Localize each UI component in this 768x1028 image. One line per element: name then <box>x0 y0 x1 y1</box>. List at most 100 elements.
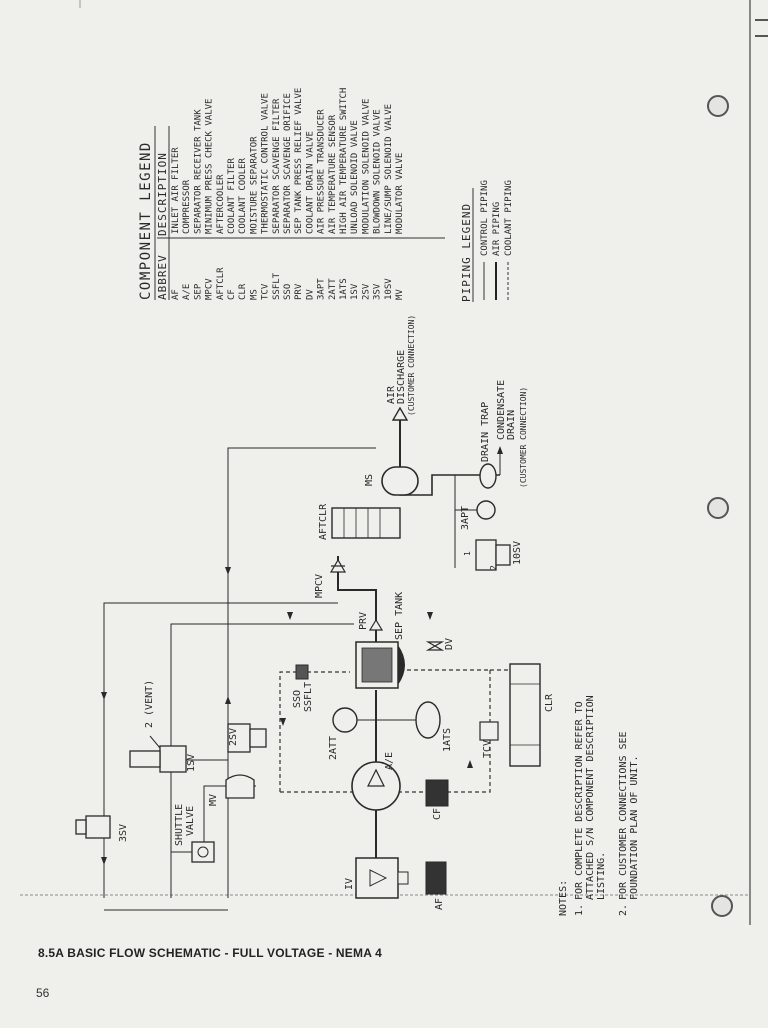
ssflt-label: SSFLT <box>303 682 314 712</box>
air-discharge-line-1: AIR <box>386 385 397 404</box>
vent-leader <box>149 735 161 749</box>
flow-arrow <box>287 612 293 620</box>
legend-abbrev: CF <box>227 289 237 300</box>
legend-description: MODULATION SOLENOID VALVE <box>361 99 371 234</box>
punch-hole-mid <box>707 497 729 519</box>
flow-arrow <box>225 567 231 575</box>
separator-tank: SEP TANK <box>355 592 405 689</box>
legend-abbrev: MV <box>395 289 405 300</box>
legend-description: INLET AIR FILTER <box>171 147 181 234</box>
air-line-sep-mpcv <box>337 556 377 642</box>
inlet-air-filter: AF <box>425 861 447 910</box>
condensate-arrow <box>497 446 503 454</box>
page-number: 56 <box>36 986 50 1000</box>
component-legend: COMPONENT LEGEND ABBREV DESCRIPTION AF IN… <box>138 88 445 300</box>
legend-description: MODULATOR VALVE <box>395 153 405 234</box>
shuttle-valve: SHUTTLE VALVE <box>174 804 215 863</box>
af-label: AF <box>434 898 445 910</box>
legend-description: SEP TANK PRESS RELIEF VALVE <box>294 88 304 234</box>
vent-label: 2 (VENT) <box>144 680 155 728</box>
legend-abbrev: SSO <box>283 284 293 300</box>
legend-abbrev: A/E <box>182 284 192 300</box>
legend-description: COMPRESSOR <box>182 179 192 234</box>
notes-title: NOTES: <box>558 880 569 916</box>
flow-arrows <box>101 567 473 865</box>
legend-abbrev: SSFLT <box>272 272 282 300</box>
control-line-left-inner <box>170 623 354 898</box>
legend-abbrev: 2SV <box>361 283 371 300</box>
control-line-left-outer <box>103 602 338 898</box>
shuttle-label-1: SHUTTLE <box>174 804 185 846</box>
clr-label: CLR <box>544 693 555 712</box>
aftercooler: AFTCLR <box>318 503 401 540</box>
mv-label: MV <box>208 794 219 806</box>
coolant-piping <box>279 669 540 793</box>
component-legend-title: COMPONENT LEGEND <box>138 141 154 300</box>
legend-abbrev: PRV <box>294 283 304 300</box>
1ats-label: 1ATS <box>442 728 453 752</box>
modulation-solenoid-valve: 2SV <box>227 723 267 753</box>
note-2-line-2: FOUNDATION PLAN OF UNIT. <box>629 756 640 901</box>
legend-abbrev: 3APT <box>317 278 327 300</box>
air-discharge-line-3: (CUSTOMER CONNECTION) <box>407 315 416 416</box>
legend-abbrev: AF <box>171 289 181 300</box>
mpcv-label: MPCV <box>314 574 325 598</box>
coolant-loop-left <box>279 671 350 792</box>
cf-label: CF <box>432 808 443 820</box>
sep-tank-label: SEP TANK <box>394 592 405 640</box>
air-pressure-transducer <box>476 500 496 520</box>
condensate-line-3: (CUSTOMER CONNECTION) <box>519 387 528 488</box>
notes: NOTES: 1. FOR COMPLETE DESCRIPTION REFER… <box>558 695 640 916</box>
legend-description: BLOWDOWN SOLENOID VALVE <box>373 109 383 234</box>
3apt-label: 3APT <box>460 506 471 530</box>
drain-trap-label: DRAIN TRAP <box>480 402 491 462</box>
flow-arrow <box>427 612 433 620</box>
compressor: A/E <box>351 752 401 811</box>
condensate-line-1: CONDENSATE <box>496 380 507 440</box>
high-air-temp-switch <box>415 701 441 739</box>
legend-abbrev: 2ATT <box>328 278 338 300</box>
legend-abbrev: TCV <box>261 283 271 300</box>
blowdown-solenoid-valve: 3SV <box>75 815 129 842</box>
legend-abbrev: AFTCLR <box>216 267 226 300</box>
modulator-valve: MV <box>208 774 255 806</box>
legend-abbrev: 1SV <box>350 283 360 300</box>
line-sump-solenoid-valve: 10SV 1 2 <box>463 539 523 571</box>
legend-description: LINE/SUMP SOLENOID VALVE <box>384 104 394 234</box>
discharge-arrow <box>391 406 409 421</box>
legend-abbrev: 1ATS <box>339 278 349 300</box>
10sv-port-1: 1 <box>463 551 472 556</box>
tcv-label: TCV <box>482 740 493 758</box>
control-piping-label: CONTROL PIPING <box>480 180 490 256</box>
legend-abbrev: SEP <box>193 283 203 300</box>
legend-rows: AF INLET AIR FILTER A/E COMPRESSOR SEP SEPARA… <box>171 88 405 300</box>
legend-abbrev: 10SV <box>384 278 394 300</box>
air-piping-label: AIR PIPING <box>492 202 502 256</box>
legend-description: COOLANT FILTER <box>227 158 237 234</box>
air-discharge-line-2: DISCHARGE <box>396 350 407 404</box>
flow-arrow <box>101 692 107 700</box>
legend-description: SEPARATOR SCAVENGE ORIFICE <box>283 93 293 234</box>
flow-arrow <box>225 696 231 704</box>
legend-description: COOLANT DRAIN VALVE <box>305 131 315 234</box>
shuttle-label-2: VALVE <box>185 806 196 836</box>
note-1-line-2: ATTACHED S/N COMPONENT DESCRIPTION <box>585 695 596 900</box>
legend-description: THERMOSTATIC CONTROL VALVE <box>261 93 271 234</box>
coolant-cooler: CLR <box>509 663 555 767</box>
2sv-label: 2SV <box>228 728 239 746</box>
pressure-relief-valve: PRV <box>358 612 384 642</box>
legend-header-desc: DESCRIPTION <box>156 152 169 236</box>
note-2-line-1: FOR CUSTOMER CONNECTIONS SEE <box>618 731 629 900</box>
10sv-port-2: 2 <box>489 565 498 570</box>
ae-label: A/E <box>384 752 395 770</box>
legend-abbrev: 3SV <box>373 283 383 300</box>
note-2-num: 2. <box>618 904 629 916</box>
punch-hole-top <box>707 95 729 117</box>
legend-header-abbrev: ABBREV <box>156 254 169 300</box>
unload-solenoid-valve: 1SV 2 (VENT) <box>129 680 197 773</box>
dv-label: DV <box>444 638 455 650</box>
legend-description: AIR PRESSURE TRANSDUCER <box>317 109 327 234</box>
legend-abbrev: CLR <box>238 283 248 300</box>
3sv-label: 3SV <box>118 824 129 842</box>
